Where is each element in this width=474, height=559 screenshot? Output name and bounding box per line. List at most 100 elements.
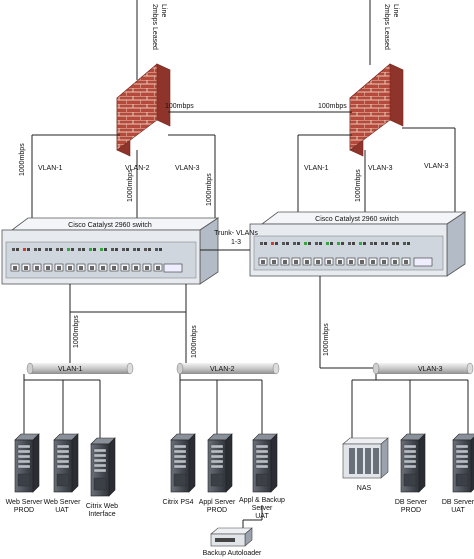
vlan-pipe-2: VLAN-2 — [176, 362, 280, 375]
left-1000-label-c: 1000mbps — [206, 173, 213, 206]
status-led-icon — [60, 248, 63, 251]
ethernet-port-jack — [57, 266, 61, 270]
vlan-left-3: VLAN-3 — [175, 165, 200, 172]
status-led-icon — [159, 248, 162, 251]
status-led-icon — [78, 248, 81, 251]
web-server-prod-label-line-1: Web Server — [6, 499, 43, 506]
switch-right: Cisco Catalyst 2960 switch — [249, 211, 467, 277]
status-led-icon — [352, 242, 355, 245]
console-port-icon — [413, 257, 433, 267]
appl-backup-server-uat-icon — [252, 433, 278, 493]
ethernet-port-jack — [35, 266, 39, 270]
ethernet-port-jack — [338, 260, 342, 264]
status-led-icon — [126, 248, 129, 251]
status-led-icon — [293, 242, 296, 245]
citrix-web-interface-label-line-1: Citrix Web — [86, 503, 118, 510]
leased-line-right-label-2: Line — [392, 4, 399, 17]
trunk-label-1: Trunk- VLANs — [214, 230, 258, 237]
appl-backup-server-uat-label-line-2: Server — [252, 505, 273, 512]
ethernet-port-jack — [360, 260, 364, 264]
status-led-icon — [374, 242, 377, 245]
status-led-icon — [286, 242, 289, 245]
leased-line-left-label-2: Line — [160, 4, 167, 17]
db-server-prod-label-line-1: DB Server — [395, 499, 428, 506]
status-led-icon — [82, 248, 85, 251]
ethernet-port-jack — [371, 260, 375, 264]
down-1000-right: 1000mbps — [323, 323, 330, 356]
status-led-icon — [115, 248, 118, 251]
vlan-pipe-1-label: VLAN-1 — [58, 366, 83, 373]
status-led-icon — [363, 242, 366, 245]
status-led-icon — [100, 248, 103, 251]
ethernet-port-jack — [393, 260, 397, 264]
vlan-pipe-1: VLAN-1 — [26, 362, 134, 375]
ethernet-port-jack — [13, 266, 17, 270]
leased-line-left-label-1: 2mbps Leased — [151, 4, 158, 50]
status-led-icon — [12, 248, 15, 251]
status-led-icon — [282, 242, 285, 245]
ethernet-port-jack — [404, 260, 408, 264]
status-led-icon — [260, 242, 263, 245]
left-1000-label-a: 1000mbps — [19, 143, 26, 176]
status-led-icon — [326, 242, 329, 245]
firewall-right-icon — [349, 63, 404, 157]
web-server-uat-icon — [53, 433, 79, 493]
status-led-icon — [297, 242, 300, 245]
console-port-icon — [163, 263, 183, 273]
db-server-prod-label-line-2: PROD — [401, 507, 421, 514]
ethernet-port-jack — [316, 260, 320, 264]
status-led-icon — [67, 248, 70, 251]
nas-label: NAS — [357, 485, 372, 492]
status-led-icon — [45, 248, 48, 251]
status-led-icon — [341, 242, 344, 245]
status-led-icon — [49, 248, 52, 251]
leased-line-right-label-1: 2mbps Leased — [383, 4, 390, 50]
ethernet-port-jack — [272, 260, 276, 264]
web-server-uat-label-line-2: UAT — [55, 507, 69, 514]
ethernet-port-jack — [349, 260, 353, 264]
backup-autoloader-label: Backup Autoloader — [203, 550, 262, 557]
db-server-uat-label-line-1: DB Server — [442, 499, 474, 506]
web-server-prod-icon — [14, 433, 40, 493]
status-led-icon — [144, 248, 147, 251]
status-led-icon — [315, 242, 318, 245]
trunk-label-2: 1-3 — [231, 239, 241, 246]
status-led-icon — [27, 248, 30, 251]
status-led-icon — [337, 242, 340, 245]
status-led-icon — [148, 248, 151, 251]
status-led-icon — [264, 242, 267, 245]
appl-server-prod-label-line-2: PROD — [207, 507, 227, 514]
ethernet-port-jack — [261, 260, 265, 264]
status-led-icon — [93, 248, 96, 251]
appl-server-prod-icon — [207, 433, 233, 493]
web-server-uat-label-line-1: Web Server — [44, 499, 81, 506]
vlan-left-2: VLAN-2 — [125, 165, 150, 172]
vlan-pipe-2-label: VLAN-2 — [210, 366, 235, 373]
vlan-right-3: VLAN-3 — [424, 163, 449, 170]
status-led-icon — [38, 248, 41, 251]
db-server-prod-icon — [400, 433, 426, 493]
status-led-icon — [381, 242, 384, 245]
status-led-icon — [319, 242, 322, 245]
down-1000-mid: 1000mbps — [191, 325, 198, 358]
status-led-icon — [104, 248, 107, 251]
nas-icon — [342, 437, 389, 479]
db-server-uat-icon — [452, 433, 474, 493]
status-led-icon — [137, 248, 140, 251]
status-led-icon — [23, 248, 26, 251]
switch-left-title: Cisco Catalyst 2960 switch — [68, 222, 152, 229]
status-led-icon — [403, 242, 406, 245]
ethernet-port-jack — [101, 266, 105, 270]
citrix-web-interface-icon — [90, 437, 116, 497]
status-led-icon — [304, 242, 307, 245]
firewall-left-icon — [116, 63, 171, 157]
ethernet-port-jack — [24, 266, 28, 270]
ethernet-port-jack — [79, 266, 83, 270]
status-led-icon — [133, 248, 136, 251]
db-server-uat-label-line-2: UAT — [451, 507, 465, 514]
status-led-icon — [407, 242, 410, 245]
ethernet-port-jack — [305, 260, 309, 264]
status-led-icon — [71, 248, 74, 251]
vlan-right-2: VLAN-3 — [368, 165, 393, 172]
